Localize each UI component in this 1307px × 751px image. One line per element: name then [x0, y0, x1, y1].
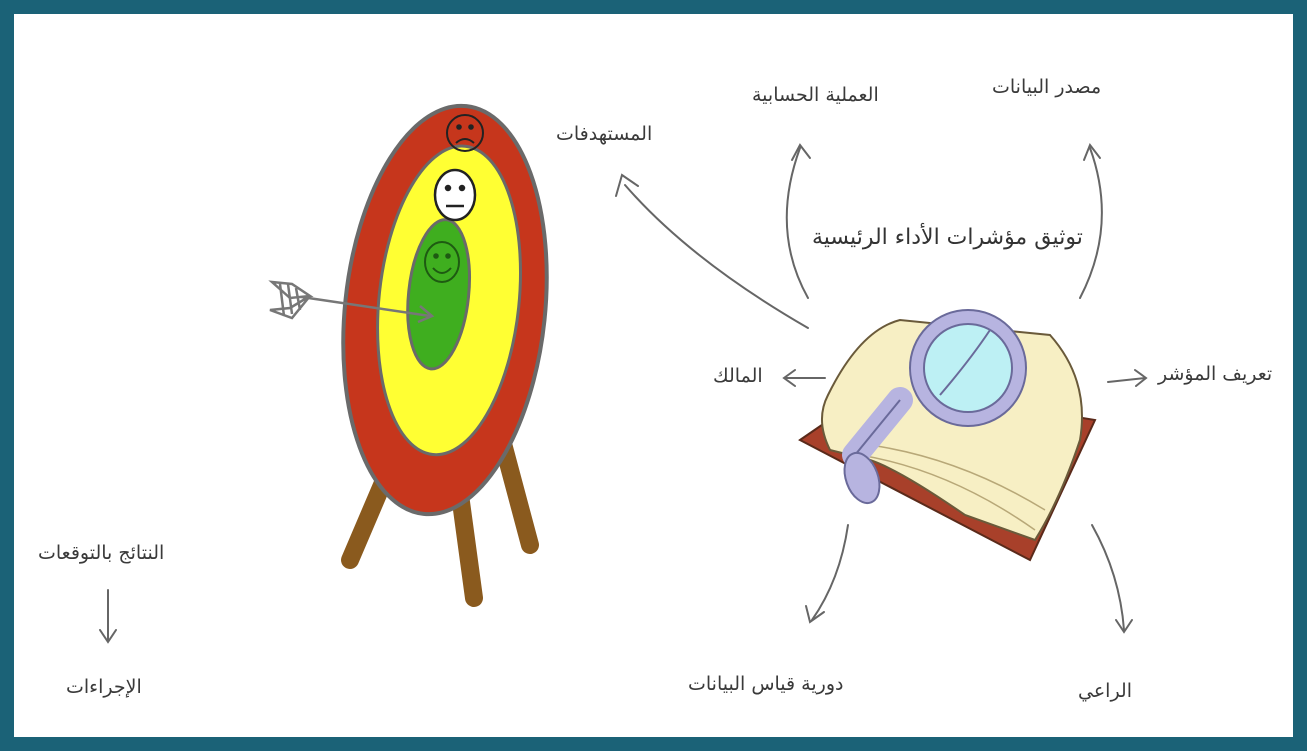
label-sponsor: الراعي	[1078, 680, 1132, 702]
label-actions: الإجراءات	[66, 676, 142, 698]
label-measurement-frequency: دورية قياس البيانات	[688, 673, 843, 695]
label-results-vs-expectations: النتائج بالتوقعات	[38, 542, 164, 564]
target-board-icon	[324, 96, 566, 525]
label-kpi-definition: تعريف المؤشر	[1158, 363, 1272, 385]
label-owner: المالك	[713, 365, 763, 387]
neutral-face-icon	[435, 170, 475, 220]
label-data-source: مصدر البيانات	[992, 76, 1101, 98]
label-targets: المستهدفات	[556, 123, 652, 145]
center-title: توثيق مؤشرات الأداء الرئيسية	[812, 225, 1083, 250]
label-calculation: العملية الحسابية	[752, 84, 879, 106]
